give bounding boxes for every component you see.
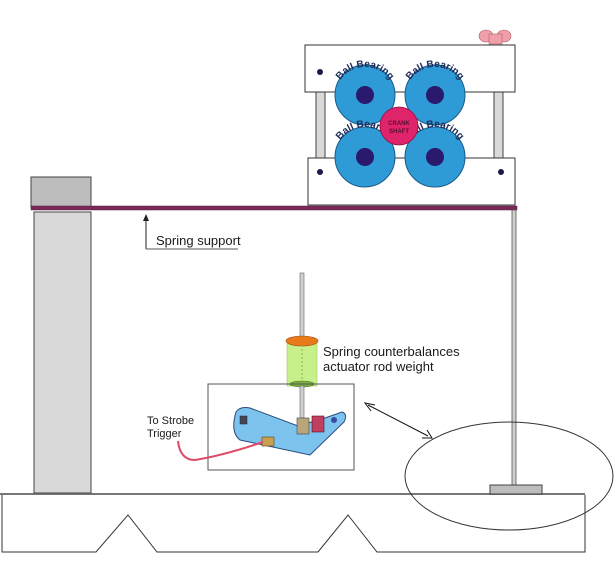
spring-support-beam xyxy=(30,205,518,211)
ball-bearing-bottom-right: Ball Bearing xyxy=(404,119,466,188)
strobe-wire xyxy=(177,440,264,462)
wing-nut-icon xyxy=(478,29,512,45)
double-arrow-connector xyxy=(363,402,433,439)
bolt-icon xyxy=(317,69,323,75)
svg-text:SHAFT: SHAFT xyxy=(389,129,409,135)
spring-cap xyxy=(285,335,319,347)
strobe-trigger-label-1: To Strobe xyxy=(147,415,194,427)
crank-shaft: CRANK SHAFT xyxy=(379,106,419,146)
bolt-icon xyxy=(498,169,504,175)
spring-counterbalance-label-2: actuator rod weight xyxy=(323,359,434,374)
bolt-icon xyxy=(317,169,323,175)
actuator-detail-box xyxy=(207,383,355,471)
svg-text:CRANK: CRANK xyxy=(388,121,410,127)
counterbalance-spring xyxy=(285,335,319,388)
spring-counterbalance-label-1: Spring counterbalances xyxy=(323,344,460,359)
actuator-rod xyxy=(299,272,305,339)
spring-support-label: Spring support xyxy=(156,233,241,248)
right-actuator-rod xyxy=(511,209,517,487)
trigger-actuator xyxy=(233,385,347,456)
base-platform xyxy=(0,493,586,553)
strobe-trigger-label-2: Trigger xyxy=(147,428,182,440)
highlight-ellipse xyxy=(404,421,614,531)
arrow-up-icon xyxy=(143,214,149,221)
spring-support-callout: Spring support xyxy=(143,214,241,250)
column-cap-block xyxy=(30,176,92,208)
left-column xyxy=(30,176,92,494)
rod-foot-block xyxy=(489,484,543,495)
